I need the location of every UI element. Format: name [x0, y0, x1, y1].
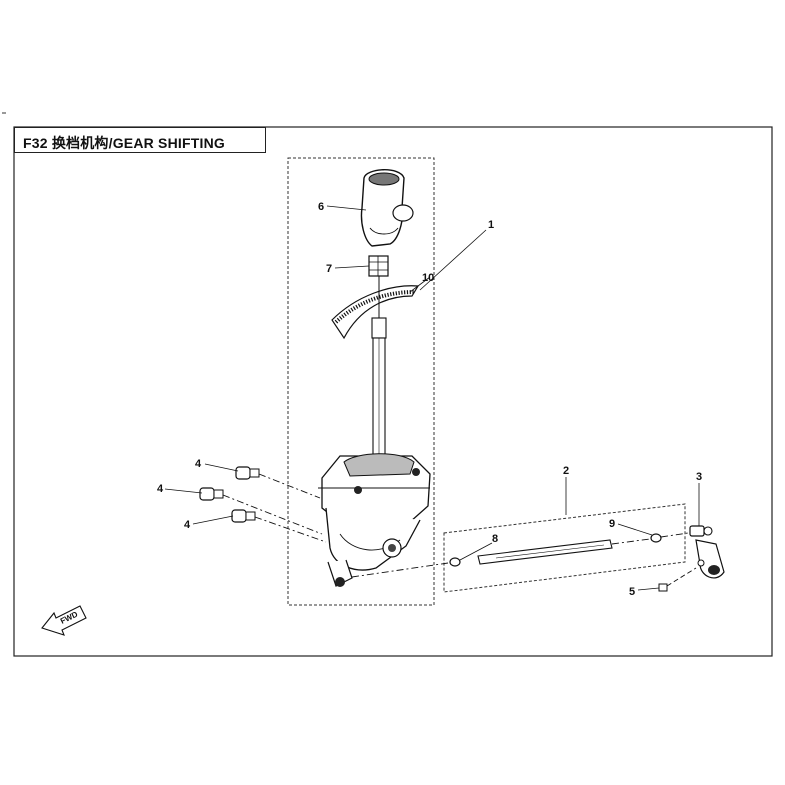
fwd-arrow-icon: FWD	[41, 605, 87, 636]
callout-8: 8	[492, 533, 498, 545]
bolt-lower	[231, 509, 327, 543]
callout-10: 10	[422, 272, 434, 284]
callout-1: 1	[488, 219, 494, 231]
callout-4-middle: 4	[157, 483, 164, 495]
leader-lines	[164, 205, 700, 591]
callout-6: 6	[318, 201, 324, 213]
shift-linkage-rod	[351, 532, 689, 578]
shift-gaiter	[331, 285, 420, 340]
callout-3: 3	[696, 471, 702, 483]
shifter-assembly-box	[287, 157, 435, 606]
callout-5: 5	[629, 586, 635, 598]
linkage-assembly-box	[443, 503, 686, 593]
diagram-frame	[13, 126, 773, 657]
diagram-title: F32 换档机构/GEAR SHIFTING	[23, 135, 225, 151]
callout-9: 9	[609, 518, 615, 530]
shift-arm	[689, 525, 725, 579]
bolt-upper	[235, 466, 321, 499]
small-screw	[658, 567, 697, 592]
bolt-middle	[199, 487, 323, 535]
shift-knob	[360, 169, 414, 247]
callout-7: 7	[326, 263, 332, 275]
knob-nut	[368, 255, 389, 277]
callout-4-lower: 4	[184, 519, 191, 531]
callout-4-upper: 4	[195, 458, 202, 470]
shifter-housing	[318, 453, 431, 587]
callout-2: 2	[563, 465, 569, 477]
